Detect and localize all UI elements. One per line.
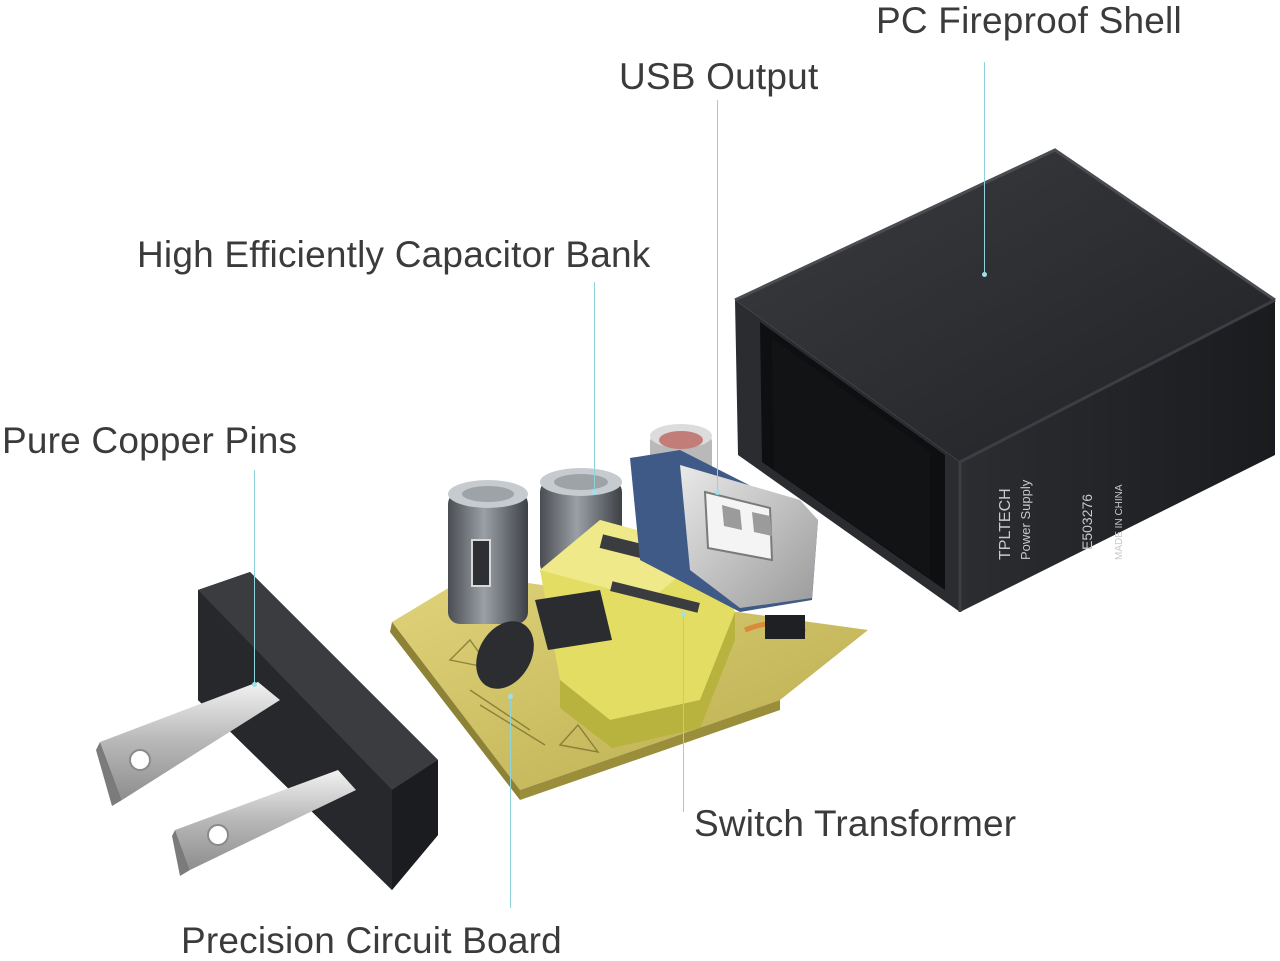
usb-leader-line — [717, 100, 718, 492]
shell-leader-line — [984, 62, 985, 274]
shell-cert-print: E503276 — [1079, 494, 1095, 550]
shell-brand-print: TPLTECH — [997, 488, 1014, 560]
pins-leader-dot — [252, 682, 257, 687]
shell-callout: PC Fireproof Shell — [876, 0, 1182, 41]
transformer-leader-line — [683, 612, 684, 812]
shell-leader-dot — [982, 272, 987, 277]
usb-leader-dot — [715, 490, 720, 495]
capacitor-leader-dot — [592, 490, 597, 495]
usb-callout: USB Output — [619, 56, 819, 97]
transformer-callout: Switch Transformer — [694, 803, 1017, 844]
plug-base — [198, 572, 438, 890]
board-callout: Precision Circuit Board — [181, 920, 562, 961]
transformer-leader-dot — [681, 612, 686, 617]
switch-transformer — [476, 520, 807, 748]
capacitor-callout: High Efficiently Capacitor Bank — [137, 234, 651, 275]
shell-origin-print: MADE IN CHINA — [1114, 484, 1125, 560]
board-leader-line — [510, 694, 511, 908]
pins-leader-line — [254, 470, 255, 684]
board-leader-dot — [508, 694, 513, 699]
capacitor-leader-line — [594, 282, 595, 492]
copper-pins — [96, 682, 356, 876]
usb-port — [630, 450, 818, 612]
shell-product-print: Power Supply — [1018, 479, 1033, 560]
pins-callout: Pure Copper Pins — [2, 420, 298, 461]
fireproof-shell: TPLTECH Power Supply E503276 MADE IN CHI… — [734, 148, 1276, 612]
capacitor-bank — [448, 424, 712, 624]
